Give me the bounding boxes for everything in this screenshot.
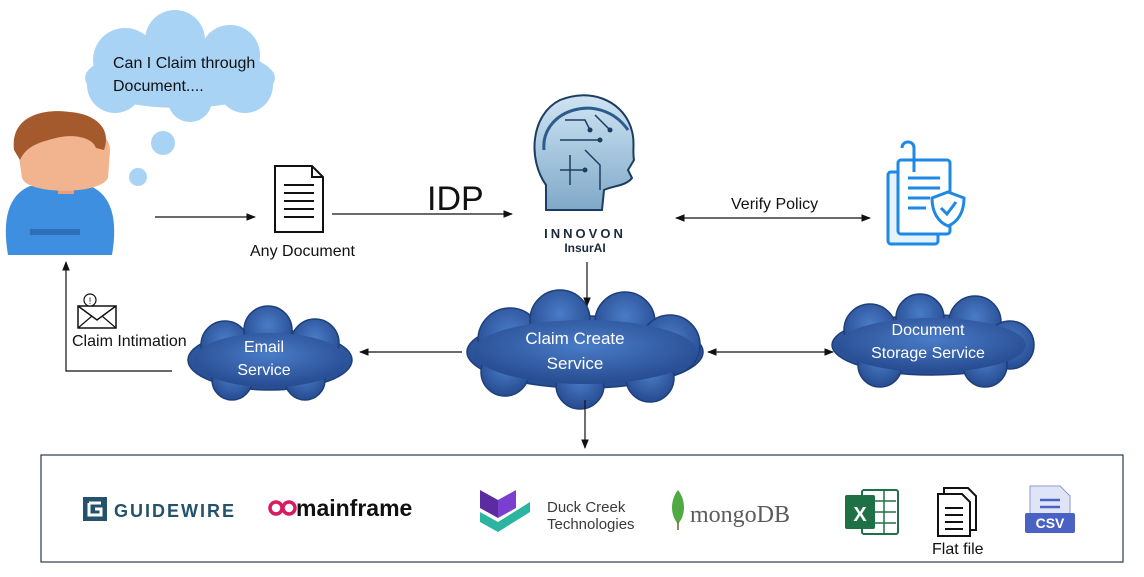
document-storage-service-cloud: Document Storage Service (831, 293, 1035, 388)
mainframe-text: mainframe (296, 495, 412, 521)
any-document-label: Any Document (250, 243, 355, 260)
excel-icon: X (845, 489, 899, 535)
guidewire-text: GUIDEWIRE (114, 501, 236, 521)
claim-create-line2: Service (547, 354, 604, 373)
email-line1: Email (244, 339, 284, 356)
thought-bubble-small (129, 168, 147, 186)
flat-file-label: Flat file (932, 541, 984, 558)
claim-create-service-cloud: Claim Create Service (466, 289, 704, 410)
thought-text-line2: Document.... (113, 78, 204, 95)
user-avatar-icon (5, 111, 115, 255)
guidewire-logo: GUIDEWIRE (83, 497, 236, 521)
thought-cloud: Can I Claim through Document.... (85, 10, 275, 186)
brand-sub: InsurAI (564, 241, 605, 255)
verify-policy-label: Verify Policy (731, 196, 818, 213)
ai-head-icon (533, 94, 636, 211)
storage-line1: Document (892, 322, 965, 339)
duck-creek-line1: Duck Creek (547, 499, 626, 516)
flat-file-icon (937, 487, 977, 537)
claim-create-line1: Claim Create (525, 329, 624, 348)
csv-icon: CSV (1025, 485, 1075, 533)
idp-label: IDP (427, 180, 484, 218)
svg-text:!: ! (89, 296, 92, 306)
email-service-cloud: Email Service (187, 305, 353, 401)
thought-text-line1: Can I Claim through (113, 55, 255, 72)
mainframe-logo: mainframe (268, 495, 412, 521)
policy-document-icon (886, 140, 966, 246)
envelope-icon: ! (77, 293, 117, 329)
mongodb-logo: mongoDB (672, 490, 790, 530)
duck-creek-logo: Duck Creek Technologies (480, 490, 635, 533)
document-icon (274, 165, 324, 233)
claim-intimation-label: Claim Intimation (72, 333, 187, 350)
excel-letter: X (853, 504, 867, 526)
arrow-email-to-user (62, 261, 172, 372)
mongodb-text: mongoDB (690, 502, 790, 528)
csv-text: CSV (1036, 515, 1065, 531)
storage-line2: Storage Service (871, 345, 985, 362)
brand-name: INNOVON (544, 226, 626, 241)
duck-creek-line2: Technologies (547, 516, 635, 533)
thought-bubble-large (151, 131, 175, 155)
email-line2: Service (237, 362, 290, 379)
